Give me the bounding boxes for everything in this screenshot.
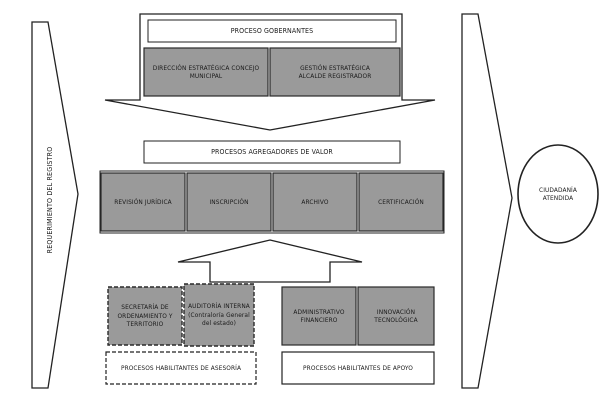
asesoria-title: PROCESOS HABILITANTES DE ASESORÍA <box>120 363 242 372</box>
gobernantes-item-2: GESTIÓN ESTRATÉGICA ALCALDE REGISTRADOR <box>298 63 372 81</box>
gobernantes-title-box <box>147 19 397 43</box>
apoyo-item-1: ADMINISTRATIVO FINANCIERO <box>293 307 345 325</box>
gobernantes-item-1: DIRECCIÓN ESTRATÉGICA CONCEJO MUNICIPAL <box>152 63 260 81</box>
asesoria-box-1 <box>107 286 183 346</box>
agregadores-box-4 <box>358 172 444 232</box>
gobernantes-title: PROCESO GOBERNANTES <box>230 26 314 35</box>
agregadores-box-3 <box>272 172 358 232</box>
asesoria-item-1: SECRETARÍA DE ORDENAMIENTO Y TERRITORIO <box>117 303 173 329</box>
output-label: CIUDADANÍA ATENDIDA <box>539 185 577 203</box>
asesoria-title-box <box>105 351 257 385</box>
output-arrow <box>461 13 513 389</box>
apoyo-box-1 <box>281 286 357 346</box>
output-ellipse <box>517 144 599 244</box>
agregadores-title-box <box>143 140 401 164</box>
agregadores-item-1: REVISIÓN JURÍDICA <box>114 197 172 206</box>
habilitantes-up-arrow <box>177 239 363 283</box>
gobernantes-box-2 <box>269 47 401 97</box>
apoyo-item-2: INNOVACIÓN TECNOLÓGICA <box>374 307 418 325</box>
input-label: REQUERIMIENTO DEL REGISTRO <box>46 146 54 254</box>
apoyo-title-box <box>281 351 435 385</box>
asesoria-item-2: AUDITORÍA INTERNA (Contraloría General d… <box>188 302 250 328</box>
asesoria-box-2 <box>183 283 255 347</box>
agregadores-box-2 <box>186 172 272 232</box>
agregadores-title: PROCESOS AGREGADORES DE VALOR <box>211 147 333 156</box>
agregadores-item-3: ARCHIVO <box>301 197 329 206</box>
input-arrow <box>31 21 79 389</box>
agregadores-item-4: CERTIFICACIÓN <box>378 197 424 206</box>
apoyo-box-2 <box>357 286 435 346</box>
apoyo-title: PROCESOS HABILITANTES DE APOYO <box>303 363 413 372</box>
agregadores-item-2: INSCRIPCIÓN <box>209 197 249 206</box>
gobernantes-box-1 <box>143 47 269 97</box>
agregadores-box-1 <box>100 172 186 232</box>
